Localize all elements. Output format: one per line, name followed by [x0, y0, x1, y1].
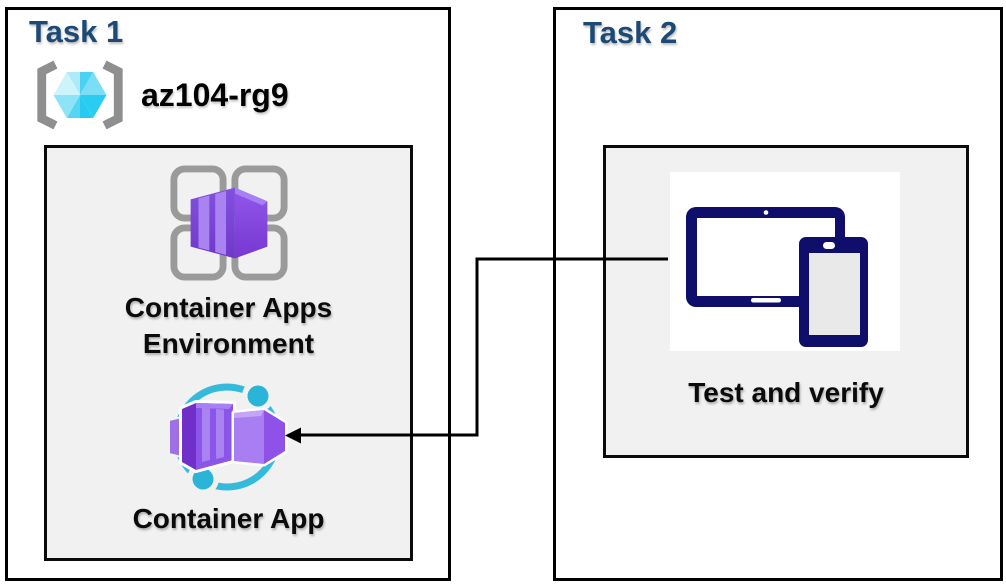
container-apps-environment-label: Container Apps Environment	[124, 292, 333, 359]
task2-panel: Task 2 Test and verify	[553, 7, 1003, 581]
resource-group-label: az104-rg9	[141, 76, 289, 113]
container-app-label: Container App	[132, 503, 325, 534]
test-and-verify-label: Test and verify	[688, 377, 884, 408]
task1-resource-box: Container Apps Environment	[44, 145, 413, 561]
tablet-home-slit	[751, 298, 781, 303]
task2-box: Test and verify	[603, 145, 969, 458]
resource-group-icon	[37, 60, 123, 130]
task1-title: Task 1	[29, 14, 124, 49]
task1-panel: Task 1 az104-rg9	[5, 7, 451, 581]
app-dot-top-right	[247, 385, 268, 407]
devices-image	[670, 172, 900, 351]
tablet-camera-dot	[763, 210, 769, 215]
devices-icon	[686, 207, 868, 347]
container-apps-environment-icon	[169, 165, 288, 281]
resource-group: az104-rg9	[29, 59, 289, 131]
phone-speaker-slit	[823, 242, 835, 249]
task2-title: Task 2	[583, 15, 678, 50]
app-dot-bottom-left	[192, 468, 213, 490]
phone-screen	[809, 253, 860, 335]
resource-group-cube	[53, 72, 107, 118]
container-app-icon	[168, 383, 287, 493]
